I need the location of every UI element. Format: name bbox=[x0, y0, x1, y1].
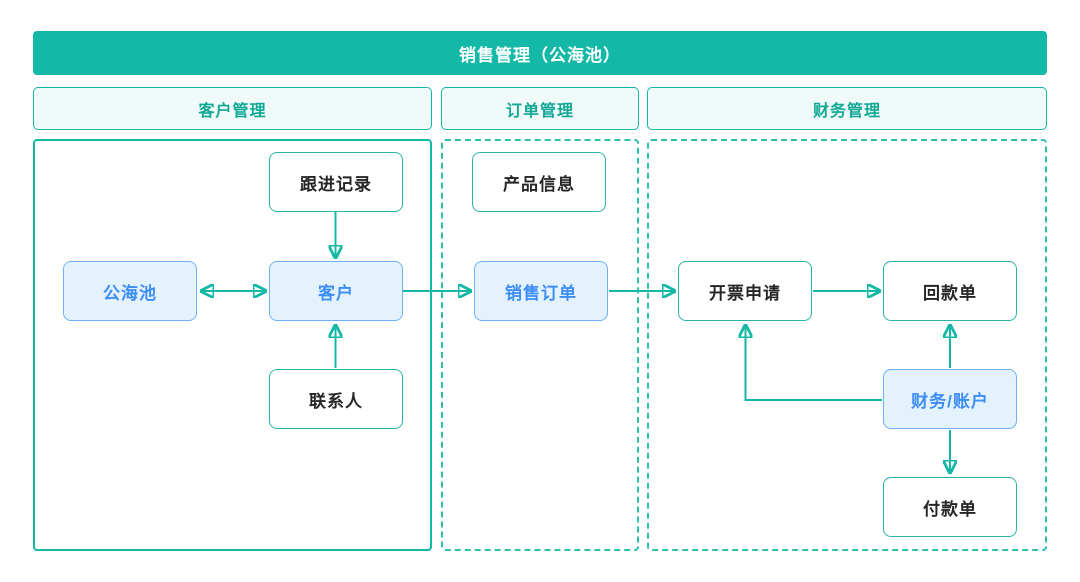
node-public-pool: 公海池 bbox=[63, 261, 197, 321]
node-label: 跟进记录 bbox=[300, 174, 372, 194]
node-label: 公海池 bbox=[103, 283, 157, 303]
node-sales-order: 销售订单 bbox=[474, 261, 608, 321]
node-label: 客户 bbox=[318, 283, 354, 303]
node-label: 财务/账户 bbox=[911, 391, 989, 411]
node-follow-record: 跟进记录 bbox=[269, 152, 403, 212]
node-invoice-request: 开票申请 bbox=[678, 261, 812, 321]
node-label: 销售订单 bbox=[505, 283, 577, 303]
node-payment-note: 付款单 bbox=[883, 477, 1017, 537]
node-customer: 客户 bbox=[269, 261, 403, 321]
section-header-finance-management: 财务管理 bbox=[647, 87, 1047, 130]
node-label: 回款单 bbox=[923, 283, 977, 303]
section-container-order-management bbox=[441, 139, 639, 551]
section-header-order-management: 订单管理 bbox=[441, 87, 639, 130]
section-header-label: 订单管理 bbox=[505, 102, 574, 120]
section-header-label: 财务管理 bbox=[812, 102, 881, 120]
diagram-title-bar: 销售管理（公海池） bbox=[33, 31, 1047, 75]
section-container-customer-management bbox=[33, 139, 432, 551]
diagram-title: 销售管理（公海池） bbox=[459, 45, 621, 65]
node-label: 开票申请 bbox=[709, 283, 781, 303]
node-finance-account: 财务/账户 bbox=[883, 369, 1017, 429]
node-label: 付款单 bbox=[923, 499, 977, 519]
section-header-customer-management: 客户管理 bbox=[33, 87, 432, 130]
node-label: 联系人 bbox=[309, 391, 363, 411]
section-header-label: 客户管理 bbox=[198, 102, 267, 120]
node-label: 产品信息 bbox=[503, 174, 575, 194]
section-container-finance-management bbox=[647, 139, 1047, 551]
node-contact: 联系人 bbox=[269, 369, 403, 429]
node-receipt-note: 回款单 bbox=[883, 261, 1017, 321]
node-product-info: 产品信息 bbox=[472, 152, 606, 212]
